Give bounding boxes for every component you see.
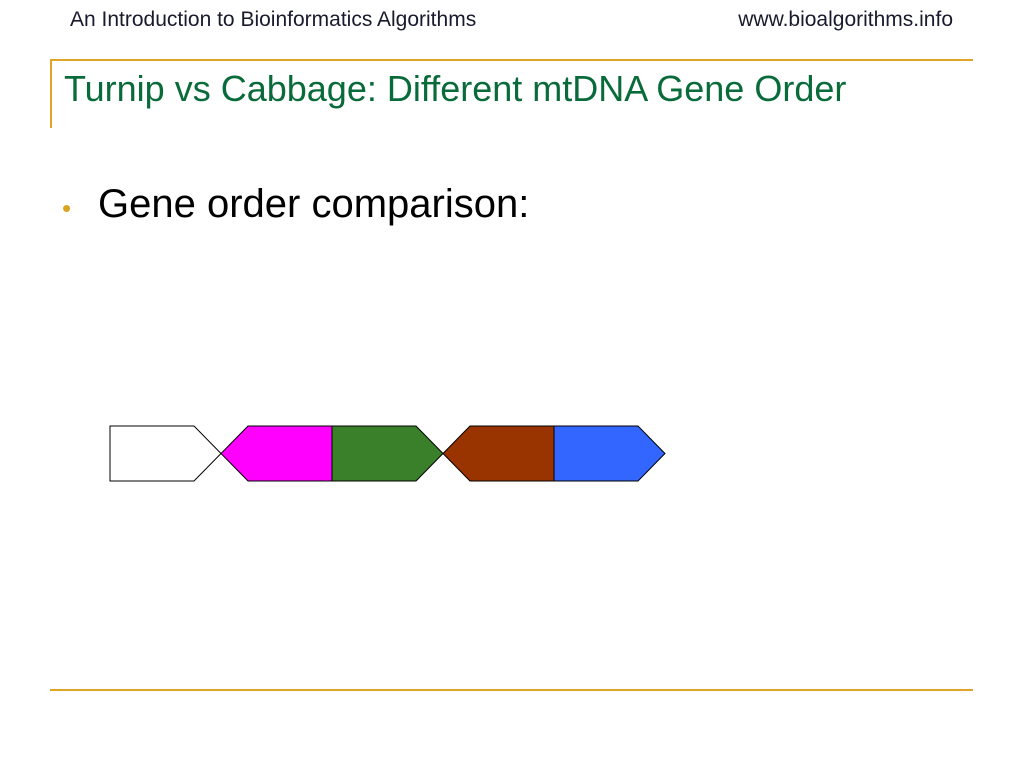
gene-arrow-3 xyxy=(331,425,444,482)
header-website: www.bioalgorithms.info xyxy=(738,8,953,31)
gene-arrow-2 xyxy=(220,425,333,482)
bottom-divider xyxy=(50,689,973,691)
bullet-icon: • xyxy=(62,193,72,223)
header-course-title: An Introduction to Bioinformatics Algori… xyxy=(70,8,477,31)
title-accent-bar xyxy=(50,59,52,128)
bullet-text: Gene order comparison: xyxy=(98,182,530,226)
slide-title: Turnip vs Cabbage: Different mtDNA Gene … xyxy=(64,68,847,109)
gene-order-diagram xyxy=(109,425,666,482)
gene-arrow-1 xyxy=(109,425,222,482)
gene-arrow-5 xyxy=(553,425,666,482)
gene-arrow-4 xyxy=(442,425,555,482)
top-divider xyxy=(50,59,973,61)
bullet-item: • Gene order comparison: xyxy=(62,182,529,227)
